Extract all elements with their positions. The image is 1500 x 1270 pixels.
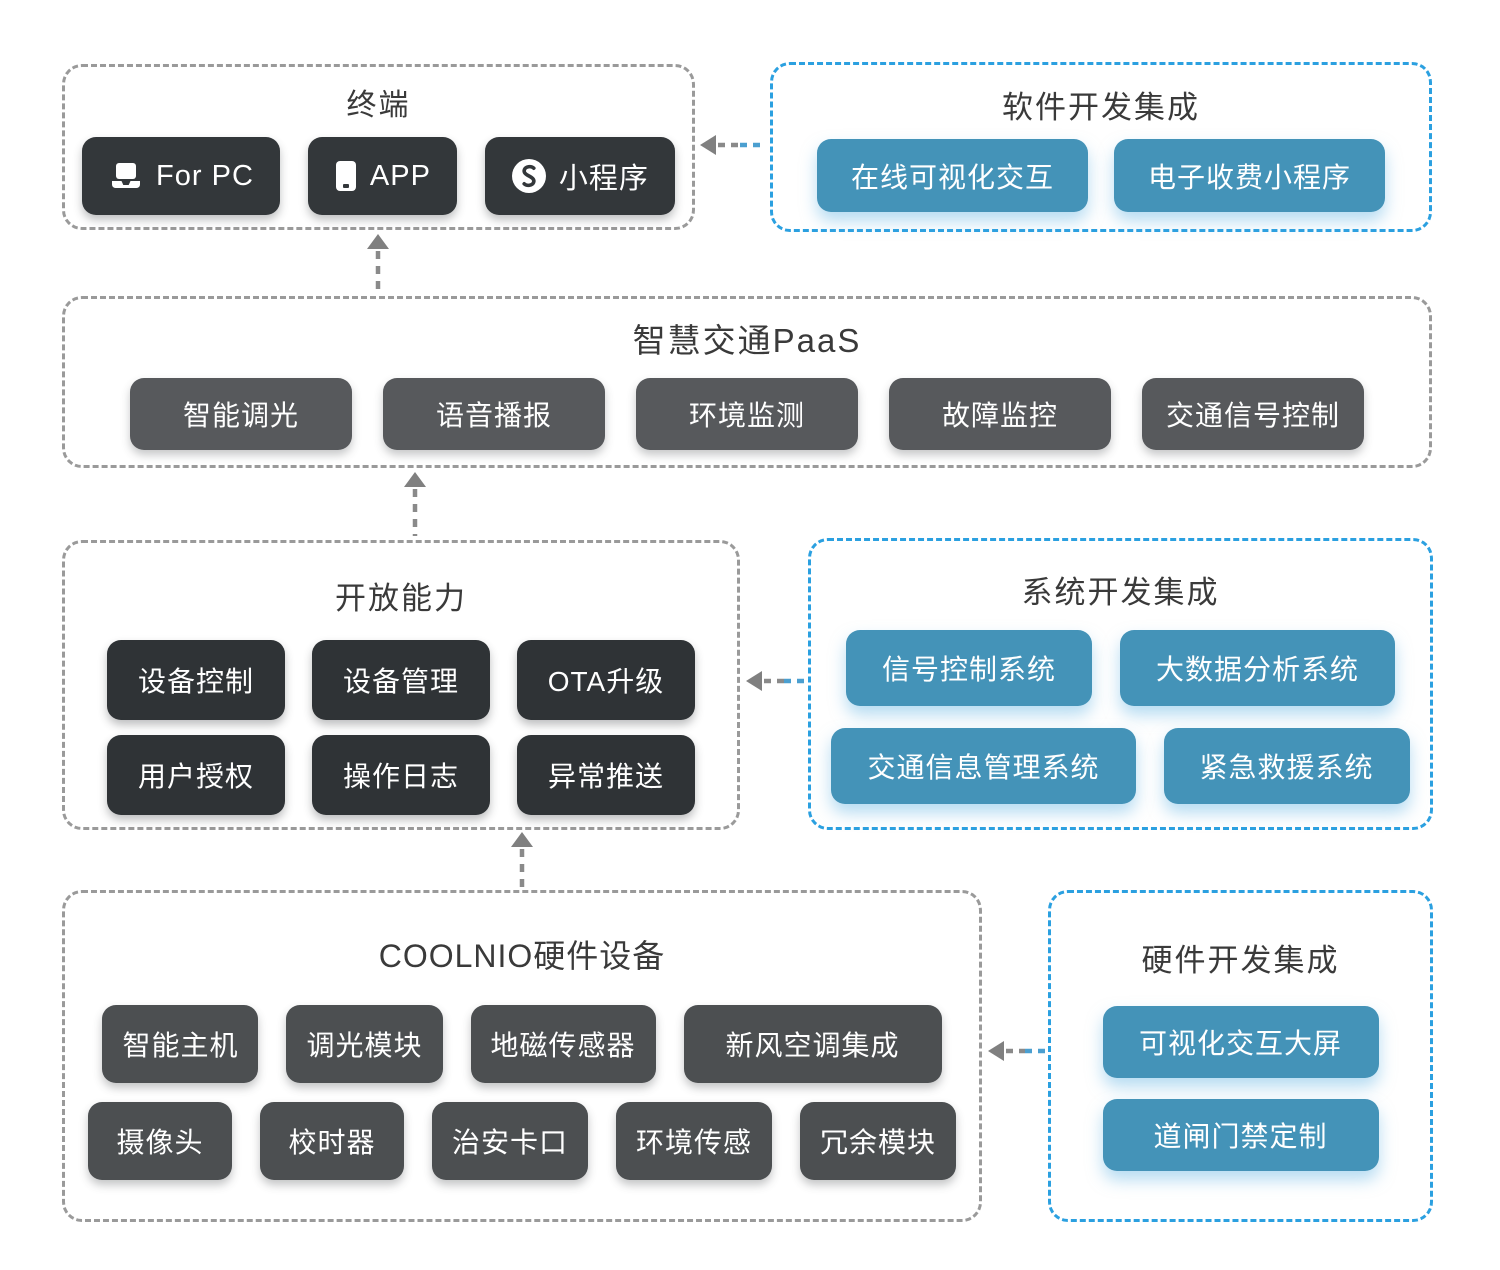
smart-dimming-label: 智能调光 xyxy=(182,400,299,431)
traffic-info-management-system-label: 交通信息管理系统 xyxy=(867,752,1100,783)
smart-dimming-button[interactable]: 智能调光 xyxy=(130,378,352,450)
group-terminal: 终端 For PC APP xyxy=(62,64,695,230)
big-data-analysis-system-button[interactable]: 大数据分析系统 xyxy=(1120,630,1396,706)
group-paas: 智慧交通PaaS 智能调光 语音播报 环境监测 故障监控 交通信号控制 xyxy=(62,296,1432,468)
fault-monitoring-button[interactable]: 故障监控 xyxy=(889,378,1111,450)
arrow-paas-to-terminal xyxy=(367,234,389,294)
operation-log-label: 操作日志 xyxy=(342,761,459,792)
geomagnetic-sensor-button[interactable]: 地磁传感器 xyxy=(470,1005,656,1083)
smart-host-label: 智能主机 xyxy=(122,1030,239,1061)
voice-broadcast-button[interactable]: 语音播报 xyxy=(383,378,605,450)
operation-log-button[interactable]: 操作日志 xyxy=(312,735,490,815)
ota-upgrade-button[interactable]: OTA升级 xyxy=(517,640,695,720)
dimming-module-label: 调光模块 xyxy=(306,1030,423,1061)
group-hardware-integration-title: 硬件开发集成 xyxy=(1141,943,1340,978)
arrow-open-to-paas xyxy=(404,472,426,536)
group-software-integration: 软件开发集成 在线可视化交互 电子收费小程序 xyxy=(770,62,1432,232)
group-hardware-integration: 硬件开发集成 可视化交互大屏 道闸门禁定制 xyxy=(1048,890,1433,1222)
environment-sensing-button[interactable]: 环境传感 xyxy=(615,1102,772,1180)
time-calibrator-button[interactable]: 校时器 xyxy=(259,1102,404,1180)
group-coolnio-hardware: COOLNIO硬件设备 智能主机 调光模块 地磁传感器 新风空调集成 摄像头 xyxy=(62,890,982,1222)
device-control-button[interactable]: 设备控制 xyxy=(107,640,285,720)
traffic-signal-control-button[interactable]: 交通信号控制 xyxy=(1142,378,1364,450)
geomagnetic-sensor-label: 地磁传感器 xyxy=(490,1030,636,1061)
emergency-rescue-system-button[interactable]: 紧急救援系统 xyxy=(1163,728,1410,804)
group-coolnio-hardware-title: COOLNIO硬件设备 xyxy=(378,938,666,974)
traffic-info-management-system-button[interactable]: 交通信息管理系统 xyxy=(831,728,1136,804)
fault-monitoring-label: 故障监控 xyxy=(941,400,1058,431)
dimming-module-button[interactable]: 调光模块 xyxy=(286,1005,443,1083)
group-system-integration: 系统开发集成 信号控制系统 大数据分析系统 交通信息管理系统 紧急救援系统 xyxy=(808,538,1433,830)
exception-push-button[interactable]: 异常推送 xyxy=(517,735,695,815)
device-management-button[interactable]: 设备管理 xyxy=(312,640,490,720)
app-button[interactable]: APP xyxy=(307,137,457,215)
exception-push-label: 异常推送 xyxy=(547,761,664,792)
voice-broadcast-label: 语音播报 xyxy=(435,400,552,431)
arrow-hardware-to-coolnio xyxy=(988,1041,1046,1061)
environment-monitoring-button[interactable]: 环境监测 xyxy=(636,378,858,450)
online-visual-interaction-button[interactable]: 在线可视化交互 xyxy=(816,139,1088,212)
e-toll-miniprogram-label: 电子收费小程序 xyxy=(1148,161,1352,193)
arrow-software-to-terminal xyxy=(700,135,766,155)
redundancy-module-button[interactable]: 冗余模块 xyxy=(800,1102,957,1180)
group-paas-title: 智慧交通PaaS xyxy=(632,322,862,359)
device-control-label: 设备控制 xyxy=(137,666,254,697)
time-calibrator-label: 校时器 xyxy=(288,1127,376,1158)
app-label: APP xyxy=(369,159,431,192)
environment-monitoring-label: 环境监测 xyxy=(688,400,805,431)
online-visual-interaction-label: 在线可视化交互 xyxy=(850,161,1054,193)
camera-label: 摄像头 xyxy=(116,1127,204,1158)
fresh-air-ac-integration-button[interactable]: 新风空调集成 xyxy=(683,1005,942,1083)
security-checkpoint-button[interactable]: 治安卡口 xyxy=(431,1102,588,1180)
visual-interaction-screen-label: 可视化交互大屏 xyxy=(1138,1028,1342,1059)
group-terminal-title: 终端 xyxy=(346,89,411,122)
miniprogram-button[interactable]: 小程序 xyxy=(484,137,675,215)
group-system-integration-title: 系统开发集成 xyxy=(1021,575,1220,610)
environment-sensing-label: 环境传感 xyxy=(635,1127,752,1158)
group-open-capability-title: 开放能力 xyxy=(335,581,467,616)
user-authorization-button[interactable]: 用户授权 xyxy=(107,735,285,815)
e-toll-miniprogram-button[interactable]: 电子收费小程序 xyxy=(1114,139,1386,212)
big-data-analysis-system-label: 大数据分析系统 xyxy=(1156,654,1360,685)
arrow-system-to-open xyxy=(746,671,806,691)
for-pc-label: For PC xyxy=(156,159,254,192)
emergency-rescue-system-label: 紧急救援系统 xyxy=(1199,752,1374,783)
user-authorization-label: 用户授权 xyxy=(137,761,254,792)
for-pc-button[interactable]: For PC xyxy=(82,137,280,215)
barrier-gate-access-button[interactable]: 道闸门禁定制 xyxy=(1102,1099,1379,1171)
security-checkpoint-label: 治安卡口 xyxy=(451,1127,568,1158)
barrier-gate-access-label: 道闸门禁定制 xyxy=(1153,1121,1328,1152)
visual-interaction-screen-button[interactable]: 可视化交互大屏 xyxy=(1102,1006,1379,1078)
device-management-label: 设备管理 xyxy=(342,666,459,697)
signal-control-system-label: 信号控制系统 xyxy=(881,654,1056,685)
group-software-integration-title: 软件开发集成 xyxy=(1002,90,1200,125)
miniprogram-icon xyxy=(511,158,547,194)
laptop-icon xyxy=(108,161,144,191)
arrow-coolnio-to-open xyxy=(511,832,533,888)
redundancy-module-label: 冗余模块 xyxy=(820,1127,937,1158)
signal-control-system-button[interactable]: 信号控制系统 xyxy=(845,630,1092,706)
traffic-signal-control-label: 交通信号控制 xyxy=(1165,400,1340,431)
group-open-capability: 开放能力 设备控制 设备管理 OTA升级 用户授权 操作日志 异常推送 xyxy=(62,540,740,830)
smartphone-icon xyxy=(334,159,358,193)
smart-host-button[interactable]: 智能主机 xyxy=(102,1005,259,1083)
ota-upgrade-label: OTA升级 xyxy=(547,666,665,697)
camera-button[interactable]: 摄像头 xyxy=(87,1102,232,1180)
miniprogram-label: 小程序 xyxy=(558,163,649,195)
fresh-air-ac-integration-label: 新风空调集成 xyxy=(725,1030,900,1061)
